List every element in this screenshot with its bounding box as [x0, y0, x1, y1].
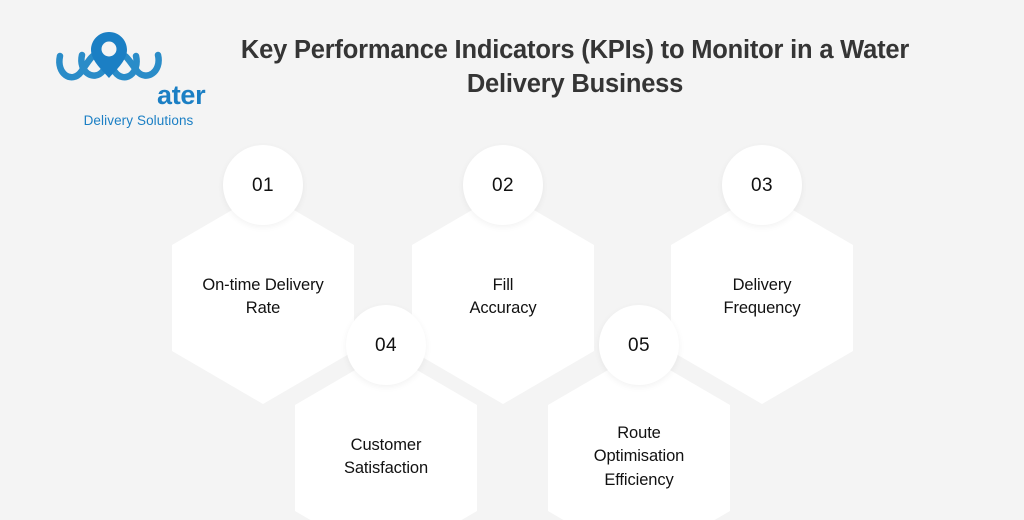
hexagon-shape-icon	[295, 352, 477, 520]
kpi-number-03: 03	[751, 174, 773, 196]
location-pin-icon	[91, 32, 127, 78]
brand-logo: ater Delivery Solutions	[52, 30, 222, 127]
kpi-number-04: 04	[375, 334, 397, 356]
kpi-number-02: 02	[492, 174, 514, 196]
hexagon-shape-icon	[172, 192, 354, 404]
kpi-number-badge-04: 04	[346, 305, 426, 385]
kpi-number-01: 01	[252, 174, 274, 196]
hexagon-shape-icon	[412, 192, 594, 404]
kpi-number-badge-03: 03	[722, 145, 802, 225]
header: ater Delivery Solutions Key Performance …	[0, 0, 1024, 127]
wave-w-icon	[52, 30, 222, 90]
brand-wordmark: ater	[157, 80, 206, 110]
kpi-number-05: 05	[628, 334, 650, 356]
hexagon-shape-icon	[548, 352, 730, 520]
brand-tagline: Delivery Solutions	[83, 113, 194, 128]
kpi-number-badge-01: 01	[223, 145, 303, 225]
hexagon-shape-icon	[671, 192, 853, 404]
kpi-number-badge-02: 02	[463, 145, 543, 225]
kpi-number-badge-05: 05	[599, 305, 679, 385]
page-title: Key Performance Indicators (KPIs) to Mon…	[240, 36, 910, 98]
